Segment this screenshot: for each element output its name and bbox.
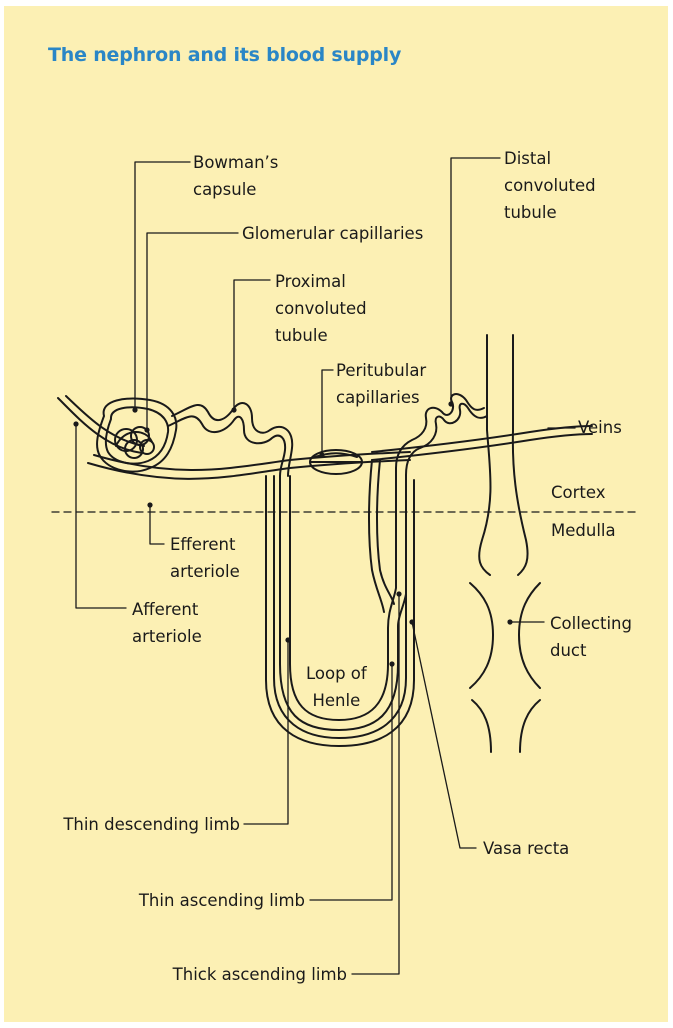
leader-proximal-tubule: [234, 280, 270, 410]
leader-peritubular-capillaries: [322, 370, 333, 455]
label-veins: Veins: [578, 414, 622, 441]
dot-afferent-arteriole: [73, 421, 78, 426]
label-thick-ascending-limb: Thick ascending limb: [173, 961, 347, 988]
label-loop-of-henle: Loop of Henle: [306, 660, 367, 714]
label-thin-ascending-limb: Thin ascending limb: [139, 887, 305, 914]
proximal-tubule: [172, 403, 292, 476]
label-proximal-tubule: Proximal convoluted tubule: [275, 268, 367, 349]
dot-collecting-duct: [507, 619, 512, 624]
vasa-recta: [377, 460, 394, 604]
dot-proximal-tubule: [231, 407, 236, 412]
leader-afferent-arteriole: [76, 424, 126, 608]
dot-glomerular-capillaries: [144, 427, 149, 432]
label-collecting-duct: Collecting duct: [550, 610, 632, 664]
leader-glomerular-capillaries: [147, 233, 238, 430]
collecting-duct-middle: [470, 583, 493, 688]
dot-efferent-arteriole: [147, 502, 152, 507]
dot-peritubular-capillaries: [319, 452, 324, 457]
proximal-tubule: [168, 416, 285, 476]
label-efferent-arteriole: Efferent arteriole: [170, 531, 240, 585]
leader-efferent-arteriole: [150, 505, 164, 544]
veins: [372, 434, 592, 460]
veins: [372, 426, 592, 452]
label-vasa-recta: Vasa recta: [483, 835, 569, 862]
collecting-duct-upper: [479, 335, 490, 575]
leader-distal-tubule: [451, 158, 500, 404]
dot-thin-ascending-limb: [389, 661, 394, 666]
label-bowmans-capsule: Bowman’s capsule: [193, 149, 278, 203]
label-glomerular-capillaries: Glomerular capillaries: [242, 220, 423, 247]
leader-bowmans-capsule: [135, 162, 190, 410]
collecting-duct-middle: [519, 583, 540, 688]
label-distal-tubule: Distal convoluted tubule: [504, 145, 596, 226]
label-medulla: Medulla: [551, 517, 616, 544]
label-cortex: Cortex: [551, 479, 606, 506]
dot-thick-ascending-limb: [396, 591, 401, 596]
collecting-duct-lower: [520, 700, 540, 752]
dot-distal-tubule: [448, 401, 453, 406]
collecting-duct-lower: [472, 700, 491, 752]
label-thin-descending-limb: Thin descending limb: [63, 811, 240, 838]
label-peritubular-capillaries: Peritubular capillaries: [336, 357, 426, 411]
dot-vasa-recta: [409, 619, 414, 624]
collecting-duct-upper: [513, 335, 528, 575]
dot-thin-descending-limb: [285, 637, 290, 642]
leader-vasa-recta: [412, 622, 476, 848]
dot-bowmans-capsule: [132, 407, 137, 412]
label-afferent-arteriole: Afferent arteriole: [132, 596, 202, 650]
